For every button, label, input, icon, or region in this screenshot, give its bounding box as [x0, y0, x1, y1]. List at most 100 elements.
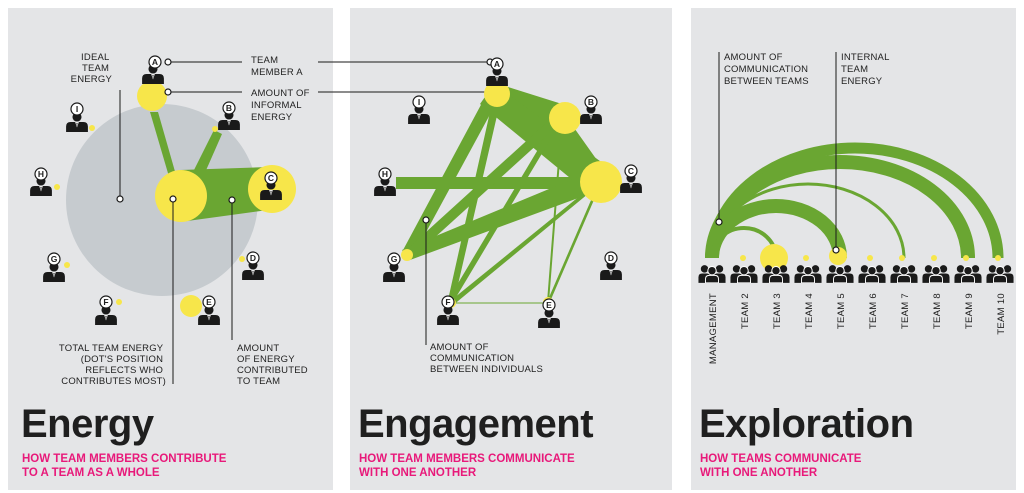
communication-individuals-label: AMOUNT OF COMMUNICATION BETWEEN INDIVIDU…: [430, 342, 543, 375]
arc-mgmt-team9: [705, 155, 975, 259]
engagement-dot-c: [580, 161, 622, 203]
subtitle-line: HOW TEAM MEMBERS CONTRIBUTE: [22, 453, 227, 465]
group-icon: [890, 264, 918, 283]
team-label: TEAM 7: [900, 293, 911, 329]
small-dot-f: [116, 299, 122, 305]
exploration-title: Exploration: [699, 402, 914, 446]
team-label: TEAM 6: [868, 293, 879, 329]
member-letter: B: [588, 97, 594, 107]
small-dot-h: [54, 184, 60, 190]
member-letter: F: [103, 297, 108, 307]
group-icon: [954, 264, 982, 283]
team-label: TEAM 2: [740, 293, 751, 329]
small-dot-g: [64, 262, 70, 268]
engagement-dot-b: [549, 102, 581, 134]
exploration-subtitle: HOW TEAMS COMMUNICATE WITH ONE ANOTHER: [700, 452, 861, 480]
member-letter: D: [608, 253, 614, 263]
member-letter: H: [38, 169, 44, 179]
small-dot-d: [239, 256, 245, 262]
member-letter: G: [391, 254, 398, 264]
member-letter: I: [76, 104, 78, 114]
arc-mgmt-team5: [705, 199, 847, 259]
internal-team-energy-label: INTERNAL TEAM ENERGY: [841, 52, 892, 87]
subtitle-line: HOW TEAM MEMBERS COMMUNICATE: [359, 453, 575, 465]
energy-diagram: A B C D E F G: [30, 52, 312, 387]
small-dot-i: [89, 125, 95, 131]
member-letter: G: [51, 254, 58, 264]
team8-dot: [931, 255, 937, 261]
group-icon: [922, 264, 950, 283]
group-icon: [794, 264, 822, 283]
team3-internal-energy-dot: [760, 244, 788, 272]
member-letter: C: [268, 173, 274, 183]
energy-subtitle: HOW TEAM MEMBERS CONTRIBUTE TO A TEAM AS…: [22, 452, 226, 480]
communication-teams-label: AMOUNT OF COMMUNICATION BETWEEN TEAMS: [724, 52, 811, 87]
member-e: E: [538, 298, 560, 328]
group-icon: [698, 264, 726, 283]
informal-energy-dot-e: [180, 295, 202, 317]
link-a-g: [402, 88, 500, 258]
member-letter: A: [494, 59, 500, 69]
member-i: I: [408, 95, 430, 124]
team7-dot: [899, 255, 905, 261]
member-letter: B: [226, 103, 232, 113]
team-label: TEAM 4: [804, 293, 815, 329]
engagement-diagram: A B C D E F G: [374, 57, 642, 375]
member-f: F: [437, 295, 459, 325]
member-e: E: [198, 295, 220, 325]
member-a: A: [486, 57, 508, 86]
cross-panel-connectors: [318, 61, 490, 93]
subtitle-line: HOW TEAMS COMMUNICATE: [700, 453, 862, 465]
group-icon: [858, 264, 886, 283]
team-label: MANAGEMENT: [708, 293, 719, 364]
member-letter: E: [546, 300, 552, 310]
link-b-f: [448, 116, 562, 304]
team-member-a-label: TEAM MEMBER A: [251, 55, 303, 78]
group-icon: [986, 264, 1014, 283]
team4-dot: [803, 255, 809, 261]
group-icon: [826, 264, 854, 283]
engagement-subtitle: HOW TEAM MEMBERS COMMUNICATE WITH ONE AN…: [359, 452, 575, 480]
team-icons: [698, 264, 1014, 283]
link-a-total: [150, 112, 178, 182]
member-i: I: [66, 102, 88, 132]
member-c: C: [620, 164, 642, 193]
team6-dot: [867, 255, 873, 261]
team-labels: MANAGEMENT TEAM 2 TEAM 3 TEAM 4 TEAM 5 T…: [708, 293, 1007, 364]
member-g: G: [43, 252, 65, 282]
link-b-e: [547, 122, 563, 302]
subtitle-line: TO A TEAM AS A WHOLE: [22, 467, 160, 479]
group-icon: [730, 264, 758, 283]
member-letter: F: [445, 297, 450, 307]
total-team-energy-label: TOTAL TEAM ENERGY (DOT'S POSITION REFLEC…: [59, 343, 166, 387]
member-b: B: [580, 95, 602, 124]
member-h: H: [374, 167, 396, 196]
team-label: TEAM 8: [932, 293, 943, 329]
ideal-team-energy-label: IDEAL TEAM ENERGY: [71, 52, 113, 85]
subtitle-line: WITH ONE ANOTHER: [700, 467, 818, 479]
team9-dot: [963, 255, 969, 261]
team10-dot: [995, 255, 1001, 261]
team-label: TEAM 10: [996, 293, 1007, 335]
energy-contributed-label: AMOUNT OF ENERGY CONTRIBUTED TO TEAM: [237, 343, 311, 387]
member-letter: A: [152, 57, 158, 67]
team2-dot: [740, 255, 746, 261]
exploration-diagram: MANAGEMENT TEAM 2 TEAM 3 TEAM 4 TEAM 5 T…: [698, 52, 1014, 364]
link-c-e: [547, 184, 600, 304]
member-d: D: [600, 251, 622, 280]
engagement-dot-g: [401, 249, 413, 261]
total-energy-dot: [155, 170, 207, 222]
member-b: B: [218, 101, 240, 130]
member-h: H: [30, 167, 52, 196]
team-label: TEAM 3: [772, 293, 783, 329]
subtitle-line: WITH ONE ANOTHER: [359, 467, 477, 479]
link-c-f: [449, 182, 600, 306]
engagement-dot-a: [484, 81, 510, 107]
member-c: C: [260, 171, 282, 200]
informal-energy-label: AMOUNT OF INFORMAL ENERGY: [251, 88, 312, 123]
member-letter: D: [250, 253, 256, 263]
group-icon: [762, 264, 790, 283]
member-letter: H: [382, 169, 388, 179]
member-g: G: [383, 252, 405, 282]
